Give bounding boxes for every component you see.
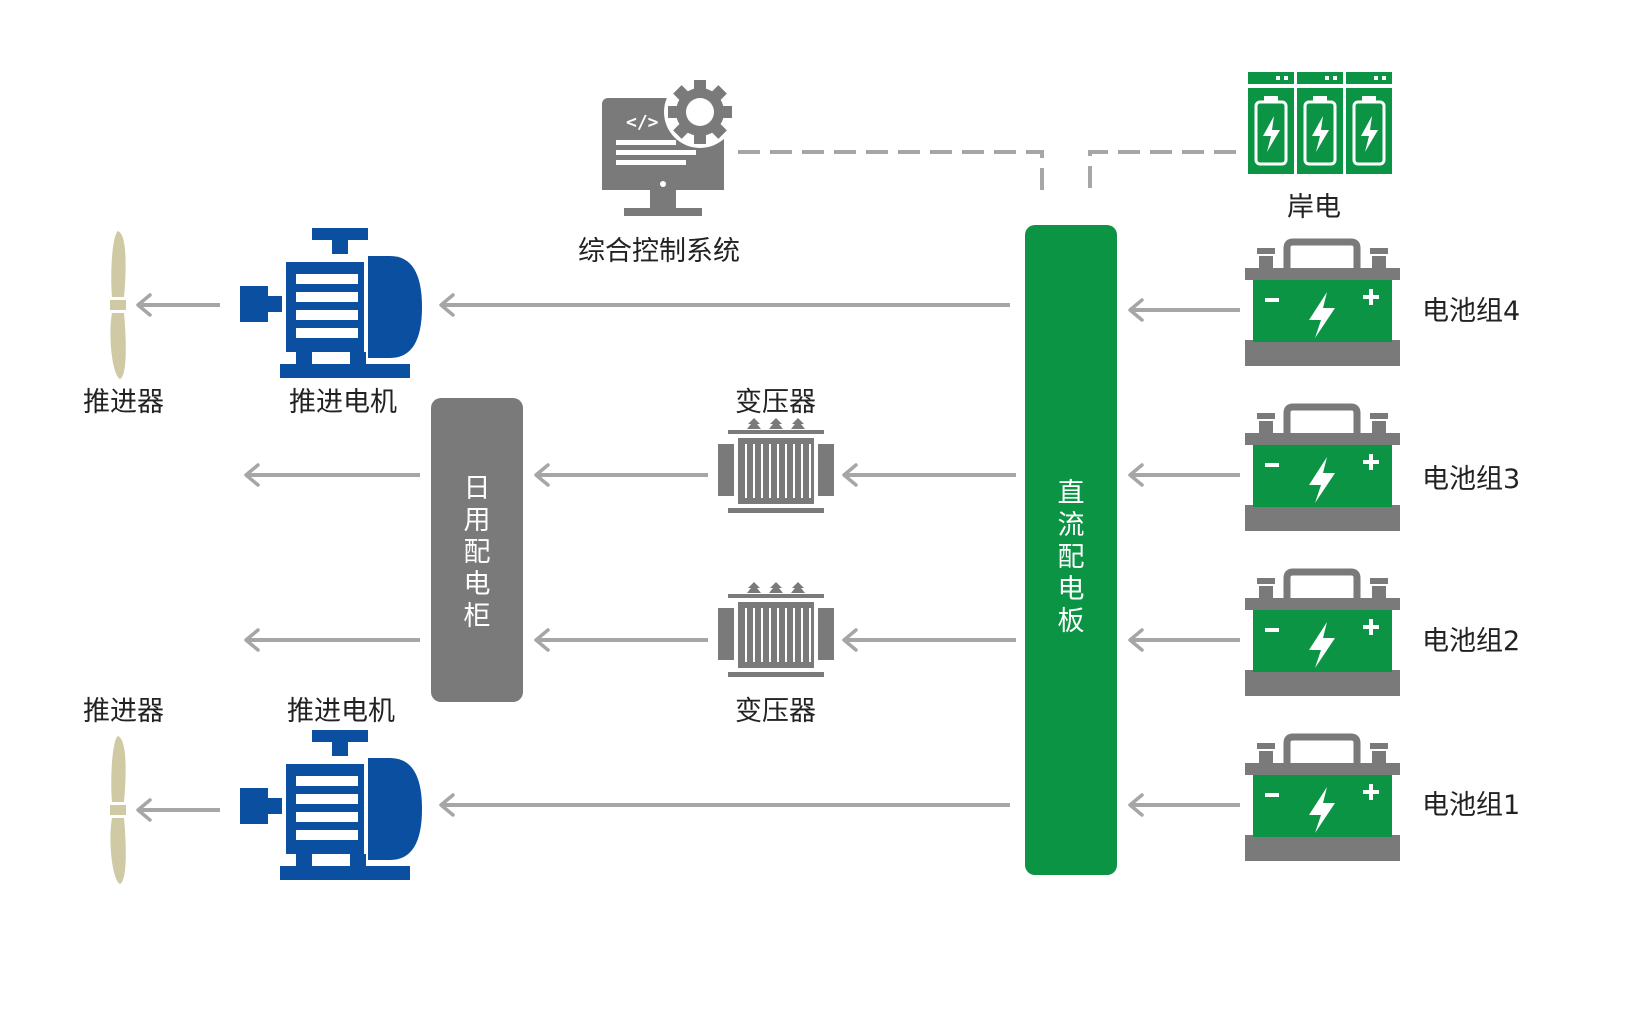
control-system-label: 综合控制系统 — [578, 236, 740, 267]
shore-power-icon — [1248, 72, 1392, 174]
battery-label-2: 电池组2 — [1422, 626, 1521, 657]
battery-icon-4 — [1245, 242, 1400, 366]
transformer-label-top: 变压器 — [735, 387, 816, 418]
dc-board-char: 直 — [1057, 478, 1085, 509]
dc-distribution-board — [1025, 225, 1117, 875]
battery-label-1: 电池组1 — [1422, 790, 1521, 821]
motor-icon-top — [240, 228, 422, 378]
dc-board-char: 电 — [1057, 574, 1085, 605]
daily-cabinet-char: 配 — [463, 537, 491, 568]
dc-board-label: 直 流 配 电 板 — [1025, 478, 1117, 638]
propeller-icon-top — [110, 231, 126, 379]
motor-icon-bottom — [240, 730, 422, 880]
propeller-arrows — [136, 293, 220, 822]
motor-feed-arrows — [439, 293, 1010, 817]
battery-arrows — [1128, 298, 1240, 817]
shore-link-line — [1088, 150, 1236, 198]
dc-board-char: 配 — [1057, 542, 1085, 573]
transformer-icon-top — [717, 417, 835, 514]
propeller-label-top: 推进器 — [83, 387, 164, 418]
propeller-icon-bottom — [110, 736, 126, 884]
daily-cabinet-char: 柜 — [463, 601, 491, 632]
motor-label-top: 推进电机 — [289, 387, 397, 418]
cabinet-output-arrows — [244, 463, 420, 652]
battery-label-4: 电池组4 — [1422, 296, 1521, 327]
svg-text:</>: </> — [626, 112, 659, 133]
dc-board-char: 板 — [1057, 606, 1085, 637]
computer-gear-icon: </> — [602, 76, 736, 216]
propeller-label-bottom: 推进器 — [83, 696, 164, 727]
dc-board-char: 流 — [1057, 510, 1085, 541]
daily-distribution-cabinet — [431, 398, 523, 702]
control-link-line — [738, 150, 1044, 198]
motor-label-bottom: 推进电机 — [287, 696, 395, 727]
transformer-label-bottom: 变压器 — [735, 696, 816, 727]
daily-cabinet-label: 日 用 配 电 柜 — [431, 473, 523, 633]
daily-cabinet-char: 用 — [463, 505, 491, 536]
transformer-feed-arrows — [842, 463, 1016, 652]
daily-cabinet-char: 电 — [463, 569, 491, 600]
battery-icon-3 — [1245, 407, 1400, 531]
battery-icon-1 — [1245, 737, 1400, 861]
daily-cabinet-char: 日 — [463, 473, 491, 504]
battery-label-3: 电池组3 — [1422, 464, 1521, 495]
transformer-icon-bottom — [717, 581, 835, 678]
shore-power-label: 岸电 — [1287, 192, 1341, 223]
battery-icon-2 — [1245, 572, 1400, 696]
cabinet-feed-arrows — [534, 463, 708, 652]
